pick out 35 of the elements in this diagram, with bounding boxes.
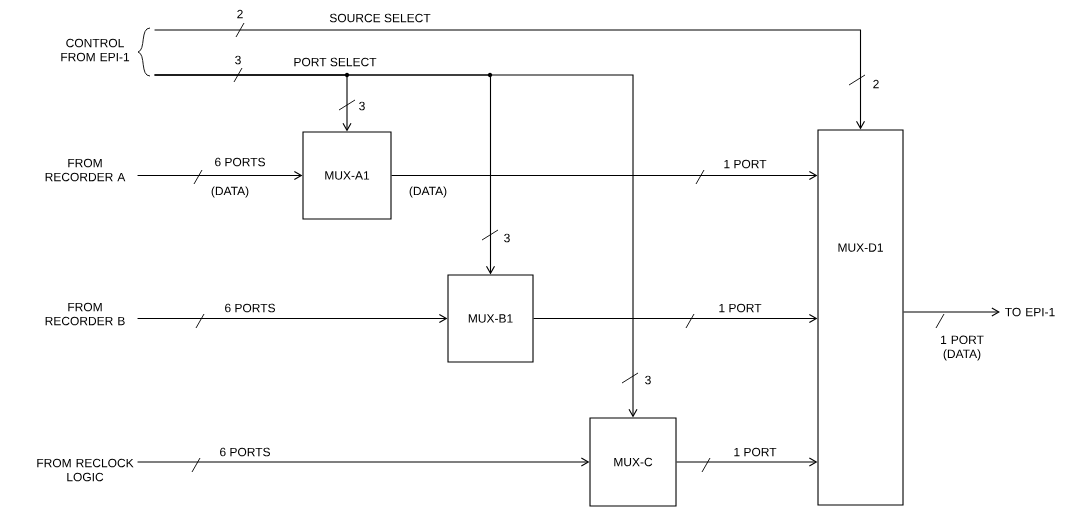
mux-box: MUX-B1	[447, 274, 534, 363]
text-label: FROM RECLOCK LOGIC	[37, 458, 134, 482]
arrow	[137, 170, 303, 181]
text-label: CONTROL FROM EPI-1	[61, 38, 130, 62]
bus-width-label: 3	[359, 101, 365, 111]
bus-width-label: (DATA)	[409, 186, 447, 198]
text-label: FROM RECORDER A	[45, 158, 126, 182]
mux-box: MUX-D1	[817, 129, 904, 506]
edge-label: 6 PORTS	[225, 303, 275, 313]
edge-label: 1 PORT (DATA)	[941, 335, 984, 361]
arrow	[676, 457, 818, 467]
arrow	[533, 313, 818, 324]
arrow	[391, 170, 818, 181]
edge-label: 1 PORT	[734, 447, 777, 457]
arrow	[137, 313, 448, 324]
arrow	[137, 457, 590, 467]
mux-box: MUX-C	[589, 417, 677, 507]
text-label: TO EPI-1	[1005, 307, 1055, 317]
bus-width-label: (DATA)	[211, 186, 249, 198]
edge-label: SOURCE SELECT	[329, 13, 431, 23]
bus-width-label: 2	[873, 79, 879, 89]
arrow	[903, 307, 1000, 317]
text-label: FROM RECORDER B	[45, 302, 125, 326]
edge-label: 1 PORT	[719, 303, 762, 313]
edge-label: 1 PORT	[724, 159, 767, 169]
arrow	[154, 74, 638, 418]
edge-label: 6 PORTS	[220, 447, 270, 457]
mux-box: MUX-A1	[302, 131, 392, 220]
edge-label: PORT SELECT	[294, 57, 377, 67]
bus-width-label: 3	[504, 233, 510, 243]
edge-label: 6 PORTS	[215, 157, 265, 167]
bus-width-label: 3	[645, 375, 651, 385]
bus-width-label: 3	[235, 55, 241, 65]
arrow	[154, 29, 866, 130]
bus-width-label: 2	[237, 9, 243, 19]
